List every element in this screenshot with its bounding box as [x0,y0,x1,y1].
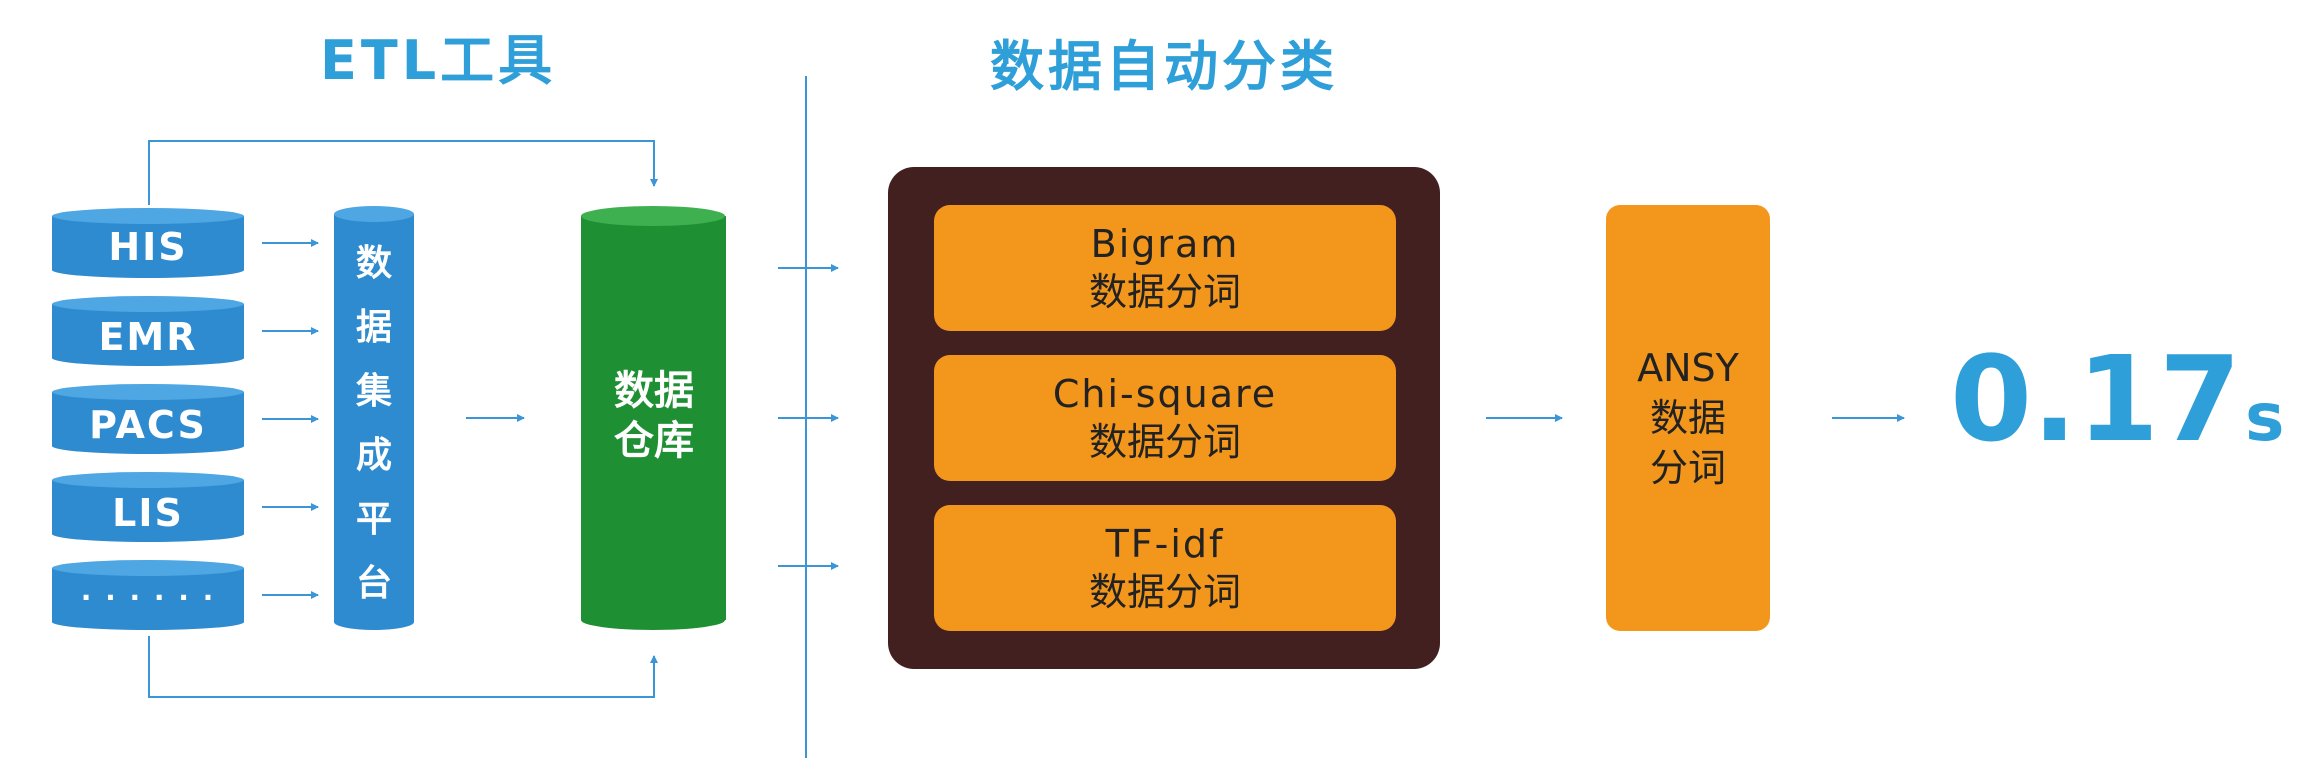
warehouse-cylinder [581,206,726,630]
integration-platform-cylinder [334,206,414,630]
warehouse-label-line: 数据 [614,368,694,414]
cylinder-more [52,560,244,630]
integration-platform-char: 台 [355,563,392,604]
integration-platform-char: 平 [355,499,392,540]
bypass-arrow-top [148,140,658,205]
source-label-more: · · · · · · [80,581,216,614]
cylinder-pacs [52,384,244,454]
algorithm-name: TF-idf [1105,522,1225,566]
integration-platform-label: 数 据 集 成 平 台 [334,232,414,616]
auto-classification-heading: 数据自动分类 [990,35,1338,98]
cylinder-emr [52,296,244,366]
result-unit: s [2245,379,2285,456]
algorithm-desc: 数据分词 [1088,420,1241,464]
source-label-emr: EMR [98,315,198,359]
ansy-box: ANSY 数据 分词 [1606,205,1770,631]
algorithm-name: Chi-square [1052,372,1278,416]
algorithm-desc: 数据分词 [1088,270,1241,314]
algorithm-box-bigram: Bigram 数据分词 [934,205,1396,331]
cylinder-his [52,208,244,278]
ansy-label-line: 数据 [1649,396,1726,440]
algorithm-box-chisquare: Chi-square 数据分词 [934,355,1396,481]
integration-platform-char: 成 [355,435,392,476]
warehouse-label: 数据 仓库 [579,366,729,466]
result-value: 0.17 [1950,330,2242,468]
source-cylinders [52,208,244,630]
algorithm-name: Bigram [1090,222,1240,266]
integration-platform-char: 集 [355,371,392,412]
ansy-label-line: ANSY [1637,346,1739,390]
warehouse-label-line: 仓库 [614,418,694,464]
source-label-pacs: PACS [89,403,207,447]
result-time: 0.17s [1950,340,2284,458]
algorithm-desc: 数据分词 [1088,570,1241,614]
bypass-arrow-bottom [148,636,658,698]
algorithm-box-tfidf: TF-idf 数据分词 [934,505,1396,631]
source-label-his: HIS [108,225,188,269]
cylinder-lis [52,472,244,542]
source-label-lis: LIS [112,491,184,535]
ansy-label-line: 分词 [1649,446,1726,490]
integration-platform-char: 数 [355,243,392,284]
integration-platform-char: 据 [355,307,392,348]
etl-tools-heading: ETL工具 [320,29,557,92]
